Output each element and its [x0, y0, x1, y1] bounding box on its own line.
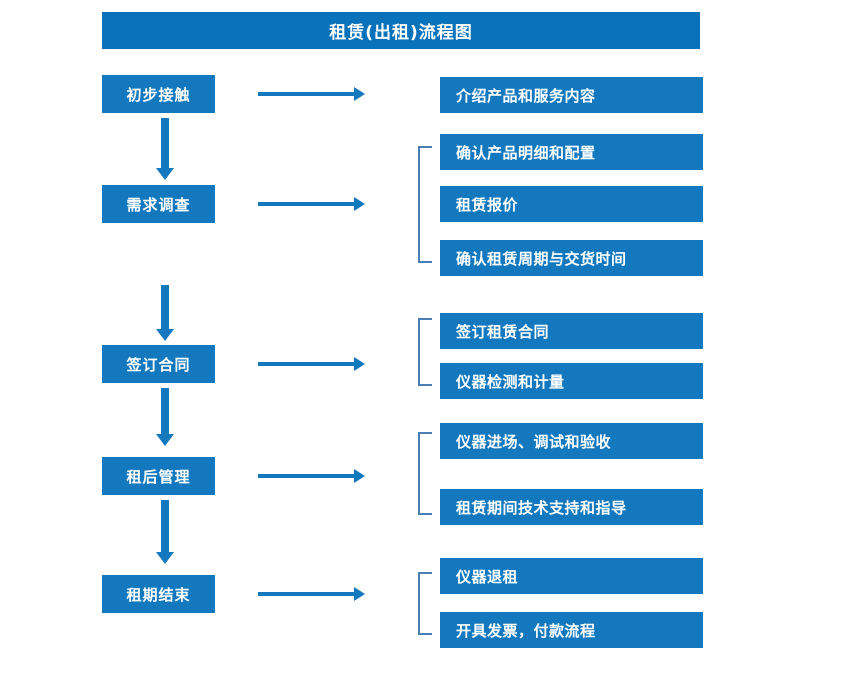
- detail-box-2-2[interactable]: 租赁报价: [440, 186, 703, 222]
- arrow-right-2: [258, 197, 365, 211]
- stage-box-3[interactable]: 签订合同: [102, 345, 215, 383]
- arrow-shaft: [258, 202, 355, 206]
- stage-box-4[interactable]: 租后管理: [102, 457, 215, 495]
- detail-box-3-2[interactable]: 仪器检测和计量: [440, 363, 703, 399]
- arrow-shaft: [258, 92, 355, 96]
- stage-box-2[interactable]: 需求调查: [102, 185, 215, 223]
- arrow-right-3: [258, 357, 365, 371]
- stage-box-1[interactable]: 初步接触: [102, 75, 215, 113]
- arrow-head: [156, 168, 174, 180]
- detail-box-5-2[interactable]: 开具发票，付款流程: [440, 612, 703, 648]
- arrow-down-4: [156, 500, 174, 564]
- group-bracket-2: [418, 146, 432, 263]
- arrow-shaft: [258, 592, 355, 596]
- arrow-head: [354, 87, 365, 101]
- arrow-shaft: [161, 285, 169, 329]
- arrow-down-1: [156, 118, 174, 180]
- arrow-right-5: [258, 587, 365, 601]
- page-title: 租赁(出租)流程图: [102, 12, 700, 49]
- arrow-head: [354, 357, 365, 371]
- arrow-head: [354, 469, 365, 483]
- arrow-shaft: [258, 474, 355, 478]
- detail-box-1-1[interactable]: 介绍产品和服务内容: [440, 77, 703, 113]
- arrow-head: [156, 434, 174, 446]
- arrow-down-3: [156, 388, 174, 446]
- group-bracket-5: [418, 572, 432, 635]
- detail-box-4-1[interactable]: 仪器进场、调试和验收: [440, 423, 703, 459]
- arrow-right-1: [258, 87, 365, 101]
- arrow-shaft: [161, 388, 169, 434]
- arrow-down-2: [156, 285, 174, 341]
- arrow-head: [354, 197, 365, 211]
- detail-box-2-1[interactable]: 确认产品明细和配置: [440, 134, 703, 170]
- group-bracket-3: [418, 318, 432, 386]
- arrow-shaft: [258, 362, 355, 366]
- arrow-head: [156, 552, 174, 564]
- arrow-shaft: [161, 500, 169, 552]
- detail-box-2-3[interactable]: 确认租赁周期与交货时间: [440, 240, 703, 276]
- arrow-head: [156, 329, 174, 341]
- detail-box-3-1[interactable]: 签订租赁合同: [440, 313, 703, 349]
- arrow-right-4: [258, 469, 365, 483]
- arrow-shaft: [161, 118, 169, 168]
- group-bracket-4: [418, 432, 432, 515]
- arrow-head: [354, 587, 365, 601]
- stage-box-5[interactable]: 租期结束: [102, 575, 215, 613]
- detail-box-4-2[interactable]: 租赁期间技术支持和指导: [440, 489, 703, 525]
- detail-box-5-1[interactable]: 仪器退租: [440, 558, 703, 594]
